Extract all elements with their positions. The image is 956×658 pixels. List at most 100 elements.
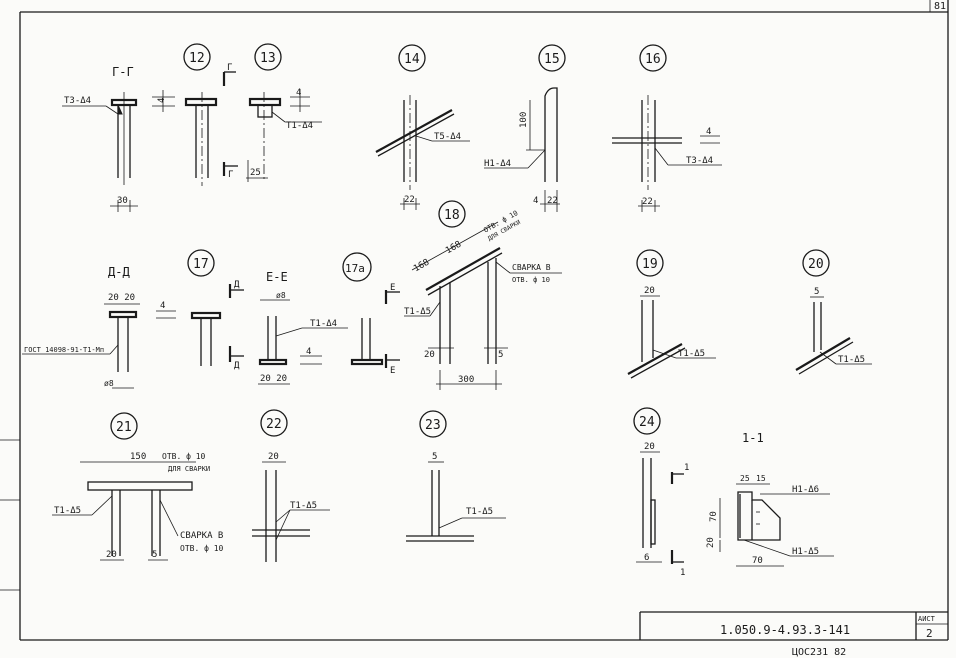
label-t1-d5-20: Т1-Δ5 [838, 355, 865, 365]
dim-5-23: 5 [432, 452, 437, 462]
section-1-1: 1-1 25 15 Н1-Δ6 Н1-Δ5 70 20 70 [706, 431, 834, 567]
dim-d8-b: ø8 [276, 291, 286, 300]
node-13-label: 13 [260, 51, 276, 66]
dim-25-a: 25 [250, 168, 261, 178]
dim-22-c: 22 [642, 197, 653, 207]
dim-5-18: 5 [498, 350, 503, 360]
label-weld-b-18: СВАРКА В [512, 263, 551, 272]
label-t1-d4-a: Т1-Δ4 [286, 121, 313, 131]
label-t1-d5-19: Т1-Δ5 [678, 349, 705, 359]
node-17a-label: 17а [345, 262, 365, 275]
dim-300: 300 [458, 375, 474, 385]
section-dd: Д-Д 20 20 ГОСТ 14098-91-Т1-Мп ø8 4 [22, 265, 176, 389]
label-hole-d10-21b: ОТВ. ф 10 [180, 544, 224, 553]
dim-25-b: 25 [740, 474, 750, 483]
dim-6-24: 6 [644, 553, 649, 563]
dim-5-21: 5 [152, 550, 157, 560]
node-24-detail: 20 6 1 1 [636, 442, 689, 578]
dim-4-f: 4 [306, 347, 311, 357]
dim-100: 100 [519, 112, 529, 128]
label-n1-d6: Н1-Δ6 [792, 485, 819, 495]
section-1-1-title: 1-1 [742, 431, 764, 445]
dim-15: 15 [756, 474, 766, 483]
dim-20-18: 20 [424, 350, 435, 360]
dim-168-a: 168 [412, 258, 431, 275]
cut-1-bottom: 1 [680, 568, 685, 578]
dim-168-b: 168 [444, 240, 463, 257]
node-21-detail: 150 ОТВ. ф 10 ДЛЯ СВАРКИ Т1-Δ5 СВАРКА В … [52, 452, 224, 561]
dim-20-22: 20 [268, 452, 279, 462]
sheet-frame: 81 [0, 0, 949, 641]
dim-5-20: 5 [814, 287, 819, 297]
cut-d-top: Д [234, 280, 240, 290]
node-17-label: 17 [193, 257, 209, 272]
label-t5-d4: Т5-Δ4 [434, 132, 461, 142]
title-stamp: 1.050.9-4.93.3-141 АИСТ 2 ЦОС231 82 [639, 611, 948, 658]
cut-g-bottom: Г [228, 170, 233, 180]
label-t1-d5-18: Т1-Δ5 [404, 307, 431, 317]
sheet-number: 2 [926, 627, 933, 640]
dim-d8-a: ø8 [104, 379, 114, 388]
label-t3-d4-b: Т3-Δ4 [686, 156, 713, 166]
label-t1-d5-22: Т1-Δ5 [290, 501, 317, 511]
node-23-detail: 5 Т1-Δ5 [406, 452, 506, 542]
cut-d-bottom: Д [234, 361, 240, 371]
node-15-label: 15 [544, 52, 560, 67]
node-20-label: 20 [808, 257, 824, 272]
node-18-detail: 168 168 ОТВ. ф 10 ДЛЯ СВАРКИ СВАРКА В ОТ… [404, 209, 562, 390]
label-hole-d10-18: ОТВ. ф 10 [512, 276, 550, 284]
label-hole-weld-21: ДЛЯ СВАРКИ [168, 465, 210, 473]
node-15-detail: 100 Н1-Δ4 4 22 [484, 87, 560, 212]
section-gg: Г-Г Т3-Δ4 30 [62, 65, 138, 212]
dim-20-20-b: 20 20 [260, 374, 287, 384]
node-12-label: 12 [189, 51, 205, 66]
label-weld-b-21: СВАРКА В [180, 531, 223, 541]
node-bubbles: 12 13 14 15 16 17 17а 18 19 20 21 22 23 … [110, 43, 830, 440]
dim-4-d: 4 [706, 127, 711, 137]
dim-20-v: 20 [706, 537, 716, 548]
dim-4-e: 4 [160, 301, 165, 311]
cut-e-bottom: Е [390, 366, 395, 376]
dim-4-b: 4 [296, 88, 301, 98]
node-16-detail: Т3-Δ4 4 22 [612, 95, 722, 212]
node-19-label: 19 [642, 257, 658, 272]
node-23-label: 23 [425, 418, 441, 433]
node-18-label: 18 [444, 208, 460, 223]
section-gg-title: Г-Г [112, 65, 134, 79]
dim-22-a: 22 [404, 195, 415, 205]
section-ee-title: Е-Е [266, 270, 288, 284]
dim-4-a: 4 [157, 98, 167, 103]
node-22-label: 22 [266, 417, 282, 432]
node-14-label: 14 [404, 52, 420, 67]
label-n1-d4: Н1-Δ4 [484, 159, 511, 169]
label-t3-d4-a: Т3-Δ4 [64, 96, 91, 106]
label-t1-d4-b: Т1-Δ4 [310, 319, 337, 329]
node-16-label: 16 [645, 52, 661, 67]
node-22-detail: 20 Т1-Δ5 [252, 452, 330, 562]
node-17-detail [190, 311, 222, 366]
dim-20-21: 20 [106, 550, 117, 560]
section-dd-title: Д-Д [108, 265, 130, 279]
footer-text: ЦОС231 82 [792, 647, 846, 658]
node-24-label: 24 [639, 415, 655, 430]
corner-number: 81 [934, 1, 946, 12]
cut-g-top: Г [227, 63, 232, 73]
sheet-label: АИСТ [918, 615, 936, 623]
dim-20-19: 20 [644, 286, 655, 296]
dim-30: 30 [117, 196, 128, 206]
node-12-detail: 4 [152, 90, 218, 186]
cut-1-top: 1 [684, 463, 689, 473]
dim-4-c: 4 [533, 196, 538, 206]
dim-150: 150 [130, 452, 146, 462]
label-t1-d5-21: Т1-Δ5 [54, 506, 81, 516]
label-hole-d10-21: ОТВ. ф 10 [162, 452, 206, 461]
dim-70-h: 70 [752, 556, 763, 566]
node-14-detail: Т5-Δ4 22 [375, 95, 470, 210]
node-21-label: 21 [116, 420, 132, 435]
label-t1-d5-23: Т1-Δ5 [466, 507, 493, 517]
node-19-detail: 20 Т1-Δ5 [627, 286, 716, 379]
cut-e-top: Е [390, 283, 395, 293]
label-n1-d5: Н1-Δ5 [792, 547, 819, 557]
node-17a-detail: Е Е [350, 283, 400, 376]
